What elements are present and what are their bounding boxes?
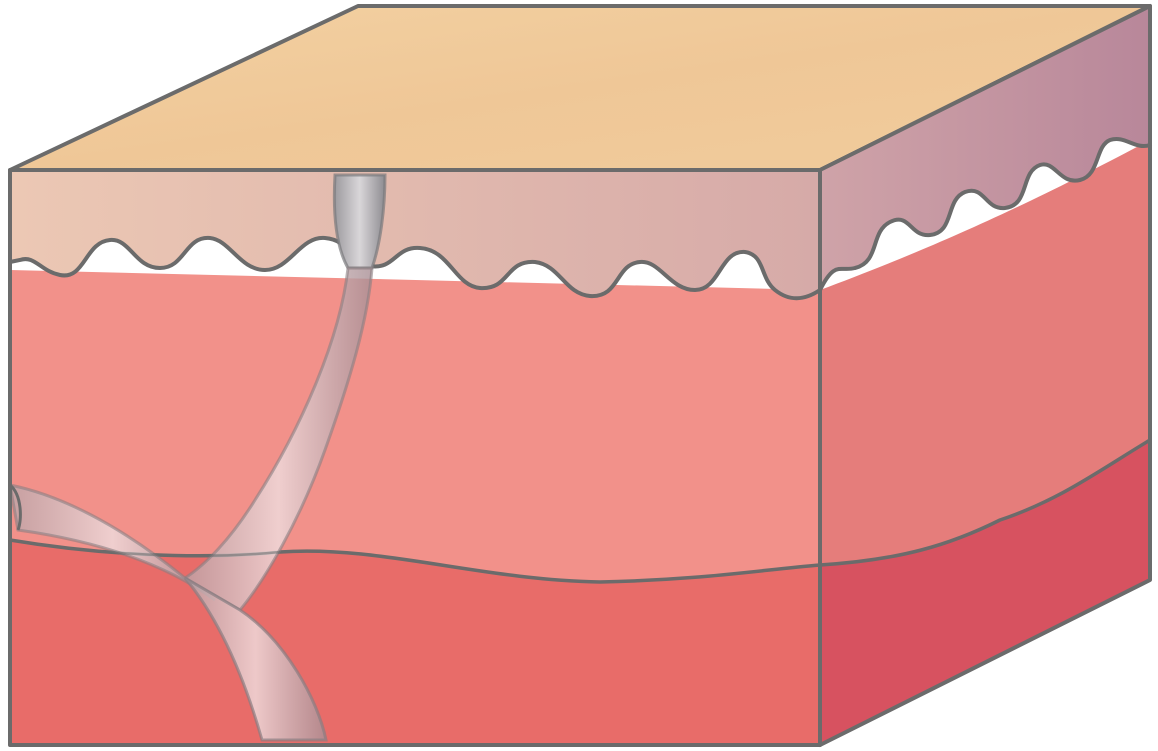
duct-upper-segment: [334, 175, 385, 268]
dermis-front: [10, 270, 820, 582]
